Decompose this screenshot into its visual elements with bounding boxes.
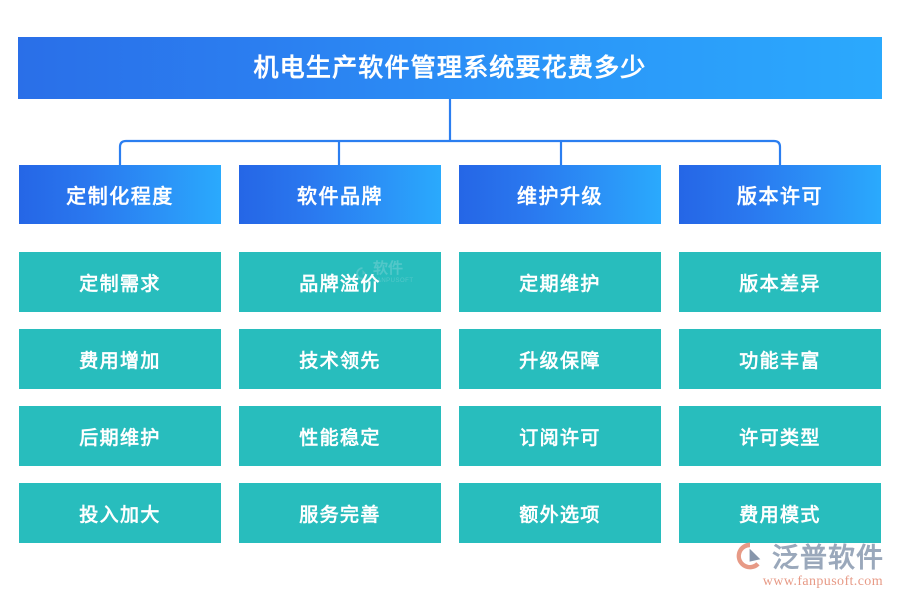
category-header-1[interactable]: 定制化程度: [19, 165, 221, 224]
category-header-3[interactable]: 维护升级: [459, 165, 661, 224]
brand-name: 泛普软件: [772, 543, 884, 573]
item-box[interactable]: 投入加大: [19, 483, 221, 543]
column-customization: 定制化程度 定制需求 费用增加 后期维护 投入加大: [19, 165, 221, 543]
category-header-2[interactable]: 软件品牌: [239, 165, 441, 224]
item-box[interactable]: 服务完善: [239, 483, 441, 543]
item-box[interactable]: 版本差异: [679, 252, 881, 312]
page-title: 机电生产软件管理系统要花费多少: [253, 54, 647, 82]
item-box[interactable]: 费用增加: [19, 329, 221, 389]
item-box[interactable]: 许可类型: [679, 406, 881, 466]
fanpu-logo-icon: [736, 542, 761, 569]
column-software-brand: 软件品牌 品牌溢价 技术领先 性能稳定 服务完善: [239, 165, 441, 543]
item-list-4: 版本差异 功能丰富 许可类型 费用模式: [679, 252, 881, 543]
item-box[interactable]: 订阅许可: [459, 406, 661, 466]
item-box[interactable]: 技术领先: [239, 329, 441, 389]
item-list-1: 定制需求 费用增加 后期维护 投入加大: [19, 252, 221, 543]
item-box[interactable]: 功能丰富: [679, 329, 881, 389]
item-box[interactable]: 性能稳定: [239, 406, 441, 466]
column-maintenance-upgrade: 维护升级 定期维护 升级保障 订阅许可 额外选项: [459, 165, 661, 543]
tree-connector: [118, 99, 782, 165]
item-box[interactable]: 额外选项: [459, 483, 661, 543]
item-box[interactable]: 费用模式: [679, 483, 881, 543]
brand-row: 泛普软件: [733, 536, 884, 575]
item-list-2: 品牌溢价 技术领先 性能稳定 服务完善: [239, 252, 441, 543]
item-box[interactable]: 后期维护: [19, 406, 221, 466]
column-version-license: 版本许可 版本差异 功能丰富 许可类型 费用模式: [679, 165, 881, 543]
item-box[interactable]: 升级保障: [459, 329, 661, 389]
brand-logo: 泛普软件 www.fanpusoft.com: [733, 536, 884, 590]
item-box[interactable]: 品牌溢价: [239, 252, 441, 312]
diagram-title-banner: 机电生产软件管理系统要花费多少: [18, 37, 882, 99]
item-box[interactable]: 定制需求: [19, 252, 221, 312]
item-list-3: 定期维护 升级保障 订阅许可 额外选项: [459, 252, 661, 543]
category-header-4[interactable]: 版本许可: [679, 165, 881, 224]
diagram-columns: 定制化程度 定制需求 费用增加 后期维护 投入加大 软件品牌 品牌溢价 技术领先…: [0, 165, 900, 543]
item-box[interactable]: 定期维护: [459, 252, 661, 312]
brand-url: www.fanpusoft.com: [762, 574, 883, 589]
